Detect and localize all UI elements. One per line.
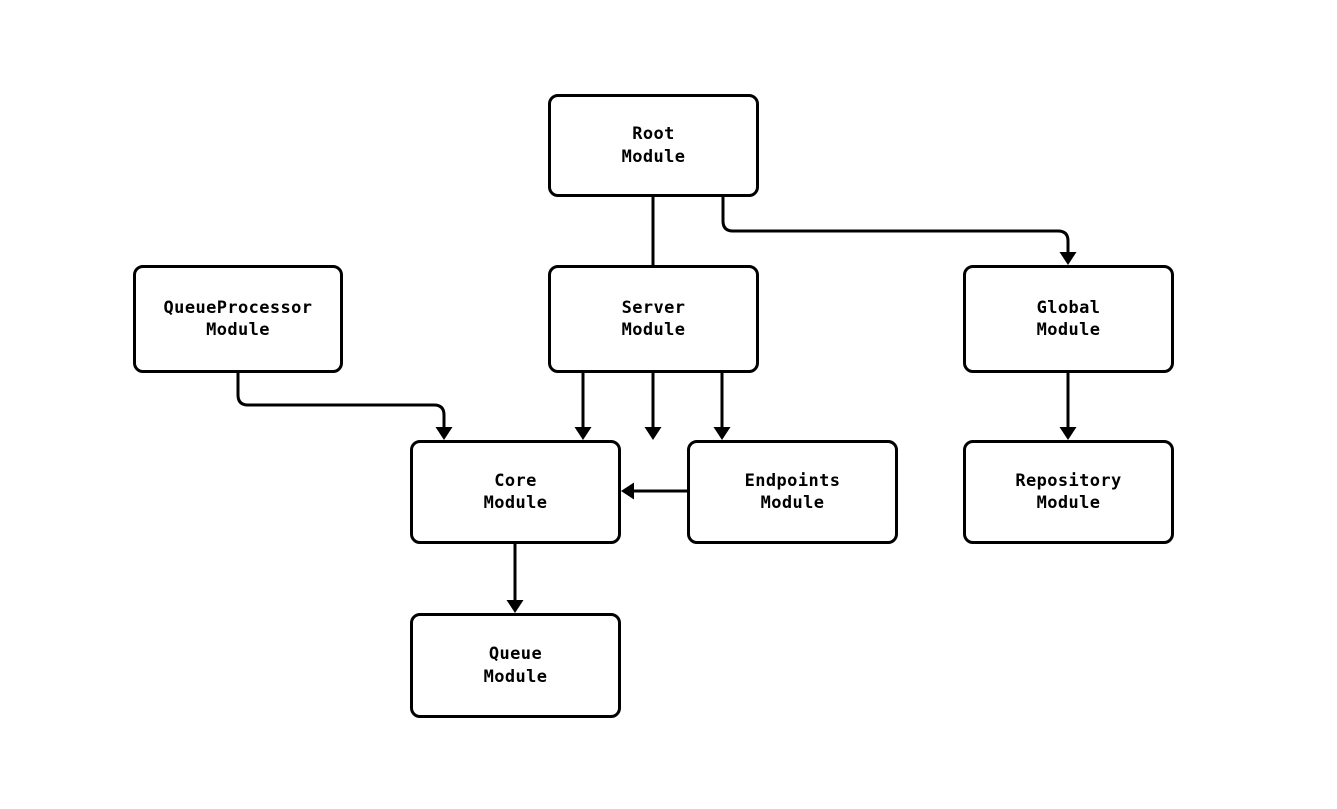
node-label-secondary: Module [621, 146, 686, 167]
edge-server-endpoints [713, 373, 731, 440]
node-label-primary: Root [632, 124, 675, 145]
edge-global-repository [1059, 373, 1077, 440]
node-label-secondary: Module [206, 320, 270, 340]
node-label-primary: Queue [488, 644, 543, 665]
arrowhead [644, 427, 662, 440]
arrowhead [713, 427, 731, 440]
arrowhead [574, 427, 592, 440]
arrowhead [435, 427, 453, 440]
arrowhead [621, 482, 634, 500]
node-label-secondary: Module [1036, 320, 1101, 340]
node-label-primary: Endpoints [744, 470, 841, 491]
edge-root-global [721, 197, 1077, 265]
node-label-secondary: Module [483, 493, 548, 513]
node-label-secondary: Module [483, 666, 548, 687]
arrowhead [506, 600, 524, 613]
node-label-secondary: Module [621, 320, 686, 340]
edge-core-queue [506, 544, 524, 613]
node-label-primary: QueueProcessor [163, 297, 313, 318]
node-label-secondary: Module [760, 493, 825, 513]
node-label-primary: Core [494, 470, 537, 491]
node-label-secondary: Module [1036, 493, 1101, 513]
edge-server-core [574, 373, 592, 440]
node-label-primary: Repository [1015, 470, 1122, 491]
node-label-primary: Global [1036, 297, 1101, 318]
edge-line [721, 197, 1070, 255]
arrowhead [1059, 427, 1077, 440]
edge-queueprocessor-core [236, 373, 453, 440]
edge-endpoints-core [621, 482, 687, 500]
node-label-primary: Server [621, 297, 686, 318]
arrowhead [1059, 252, 1077, 265]
edge-line [236, 373, 446, 430]
